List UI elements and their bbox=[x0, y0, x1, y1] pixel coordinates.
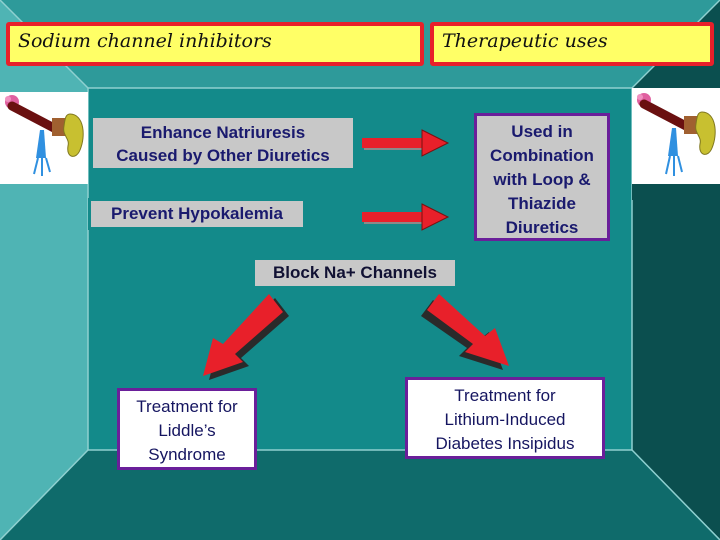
arrow-right-icon bbox=[362, 203, 450, 231]
lithium-line-3: Diabetes Insipidus bbox=[435, 434, 575, 453]
right-title-box: Therapeutic uses bbox=[430, 22, 714, 66]
enhance-natriuresis-box: Enhance Natriuresis Caused by Other Diur… bbox=[90, 115, 356, 171]
kidney-icon bbox=[695, 111, 716, 155]
combination-line-1: Used in bbox=[511, 122, 573, 141]
arrow-down-left-icon bbox=[203, 294, 289, 380]
lithium-line-2: Lithium-Induced bbox=[444, 410, 566, 429]
room-edge bbox=[0, 449, 89, 540]
right-wall-strip bbox=[632, 184, 720, 200]
room-edge bbox=[631, 449, 720, 540]
combination-therapy-box: Used in Combination with Loop & Thiazide… bbox=[474, 113, 610, 241]
lithium-line-1: Treatment for bbox=[454, 386, 556, 405]
liddle-line-3: Syndrome bbox=[148, 445, 226, 464]
combination-line-5: Diuretics bbox=[505, 218, 579, 237]
arrow-right-icon bbox=[362, 129, 450, 157]
faucet-icon bbox=[5, 95, 68, 176]
liddle-syndrome-box: Treatment for Liddle’s Syndrome bbox=[117, 388, 257, 470]
prevent-hypokalemia-box: Prevent Hypokalemia bbox=[88, 198, 306, 230]
left-title: Sodium channel inhibitors bbox=[18, 30, 272, 52]
faucet-kidney-illustration-right bbox=[637, 93, 716, 176]
enhance-line-2: Caused by Other Diuretics bbox=[116, 146, 330, 165]
faucet-kidney-illustration-left bbox=[5, 95, 84, 176]
lithium-diabetes-box: Treatment for Lithium-Induced Diabetes I… bbox=[405, 377, 605, 459]
enhance-line-1: Enhance Natriuresis bbox=[140, 123, 306, 142]
liddle-line-1: Treatment for bbox=[136, 397, 238, 416]
block-label: Block Na+ Channels bbox=[273, 263, 437, 282]
arrow-down-right-icon bbox=[421, 294, 509, 370]
room-floor bbox=[0, 450, 720, 540]
prevent-label: Prevent Hypokalemia bbox=[111, 204, 283, 223]
liddle-line-2: Liddle’s bbox=[158, 421, 216, 440]
room-right-wall bbox=[632, 0, 720, 540]
block-na-channels-box: Block Na+ Channels bbox=[252, 257, 458, 289]
kidney-icon bbox=[63, 113, 84, 157]
combination-line-3: with Loop & bbox=[493, 170, 591, 189]
left-title-box: Sodium channel inhibitors bbox=[6, 22, 424, 66]
room-left-wall bbox=[0, 0, 88, 540]
combination-line-2: Combination bbox=[490, 146, 594, 165]
back-wall-edge bbox=[87, 87, 633, 451]
combination-line-4: Thiazide bbox=[507, 194, 576, 213]
faucet-icon bbox=[637, 93, 700, 176]
right-title: Therapeutic uses bbox=[442, 30, 608, 52]
